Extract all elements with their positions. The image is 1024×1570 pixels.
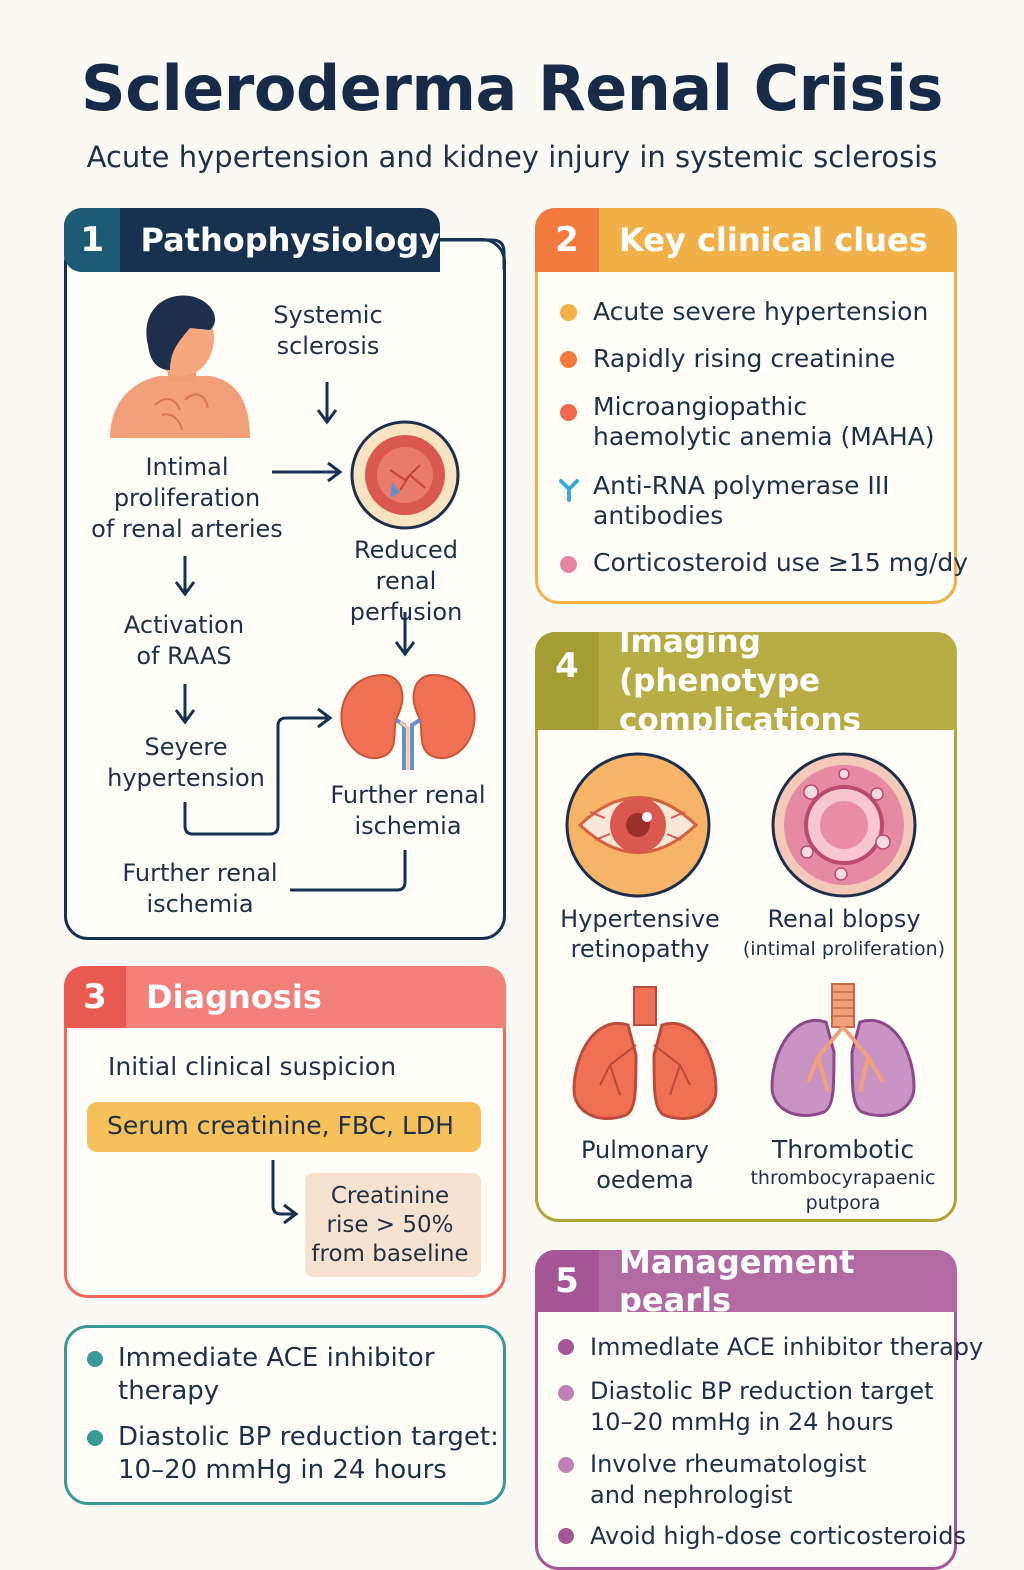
page-subtitle: Acute hypertension and kidney injury in … (86, 140, 938, 174)
treatment-item: Immediate ACE inhibitor therapy (118, 1343, 435, 1406)
node-systemic-sclerosis: Systemic sclerosis (273, 301, 383, 360)
clue-bullet-1 (560, 304, 577, 321)
management-bullet-2 (558, 1385, 574, 1401)
eye-icon (565, 752, 711, 898)
imaging-panel (535, 632, 957, 1222)
clinical-clues-header: 2 Key clinical clues (535, 208, 957, 272)
section-number: 4 (535, 632, 599, 730)
lungs-icon (572, 986, 718, 1121)
page-title: Scleroderma Renal Crisis (81, 52, 943, 125)
management-bullet-1 (558, 1339, 574, 1355)
section-label: Management pearls (619, 1250, 855, 1312)
management-item: Avoid high-dose corticosteroids (590, 1522, 967, 1550)
lungs-trachea-icon (770, 983, 916, 1118)
clue-item: Microangiopathic haemolytic anemia (MAHA… (593, 392, 935, 451)
clue-bullet-3 (560, 404, 577, 421)
management-bullet-3 (558, 1457, 574, 1473)
clue-bullet-5 (560, 556, 577, 573)
treatment-bullet-1 (87, 1351, 103, 1367)
management-item: Diastolic BP reduction target 10–20 mmHg… (590, 1377, 934, 1436)
clue-bullet-2 (560, 351, 577, 368)
clinical-clues-panel (535, 208, 957, 604)
section-number: 2 (535, 208, 599, 272)
management-header: 5 Management pearls (535, 1250, 957, 1312)
diagnosis-suspicion: Initial clinical suspicion (108, 1052, 397, 1081)
section-label: Pathophysiology (140, 221, 440, 259)
clue-item: Rapidly rising creatinine (593, 344, 896, 373)
clue-item: Corticosteroid use ≥15 mg/dy (593, 548, 969, 577)
person-illustration (110, 295, 250, 438)
artery-cross-section-icon (350, 420, 460, 530)
node-severe-hypertension: Seyere hypertension (107, 733, 265, 792)
treatment-summary-panel (64, 1325, 506, 1505)
section-number: 1 (64, 208, 121, 272)
treatment-bullet-2 (87, 1430, 103, 1446)
diagnosis-tests: Serum creatinine, FBC, LDH (107, 1111, 454, 1140)
imaging-tile-subtitle: (intimal proliferation) (742, 938, 946, 960)
imaging-tile-title: Hypertensive retinopathy (560, 905, 720, 963)
clue-item: Anti-RNA polymerase III antibodies (593, 471, 890, 530)
management-item: Immedlate ACE inhibitor therapy (590, 1333, 984, 1361)
treatment-item: Diastolic BP reduction target: 10–20 mmH… (118, 1422, 499, 1485)
imaging-tile-title: Pulmonary oedema (581, 1136, 709, 1194)
imaging-tile-subtitle: thrombocyrapaenic putpora (750, 1167, 936, 1214)
creatinine-box (305, 1173, 481, 1277)
node-reduced-perfusion: Reduced renal perfusion (349, 536, 463, 626)
imaging-tile-title: Thrombotic (771, 1135, 915, 1164)
kidneys-icon (340, 673, 476, 770)
section-number: 3 (64, 966, 126, 1028)
creatinine-rise: Creatinine rise > 50% from baseline (311, 1183, 469, 1267)
section-label: Imaging (phenotype complications (619, 632, 861, 730)
section-label: Diagnosis (146, 978, 322, 1016)
diagnosis-header: 3 Diagnosis (64, 966, 506, 1028)
node-activation-raas: Activation of RAAS (123, 611, 245, 670)
management-bullet-4 (558, 1528, 574, 1544)
renal-biopsy-icon (771, 752, 917, 898)
diagnosis-tests-box (87, 1102, 481, 1152)
section-label: Key clinical clues (619, 221, 928, 259)
section-number: 5 (535, 1250, 599, 1312)
node-intimal-proliferation: Intimal proliferation of renal arteries (91, 453, 283, 543)
node-further-ischemia-1: Further renal ischemia (330, 781, 486, 840)
node-further-ischemia-2: Further renal ischemia (122, 859, 278, 918)
imaging-header: 4 Imaging (phenotype complications (535, 632, 957, 730)
imaging-tile-title: Renal blopsy (767, 905, 921, 933)
antibody-icon (559, 479, 579, 502)
clue-item: Acute severe hypertension (593, 297, 929, 326)
pathophysiology-header: 1 Pathophysiology (64, 208, 440, 272)
management-item: Involve rheumatologist and nephrologist (590, 1450, 867, 1509)
